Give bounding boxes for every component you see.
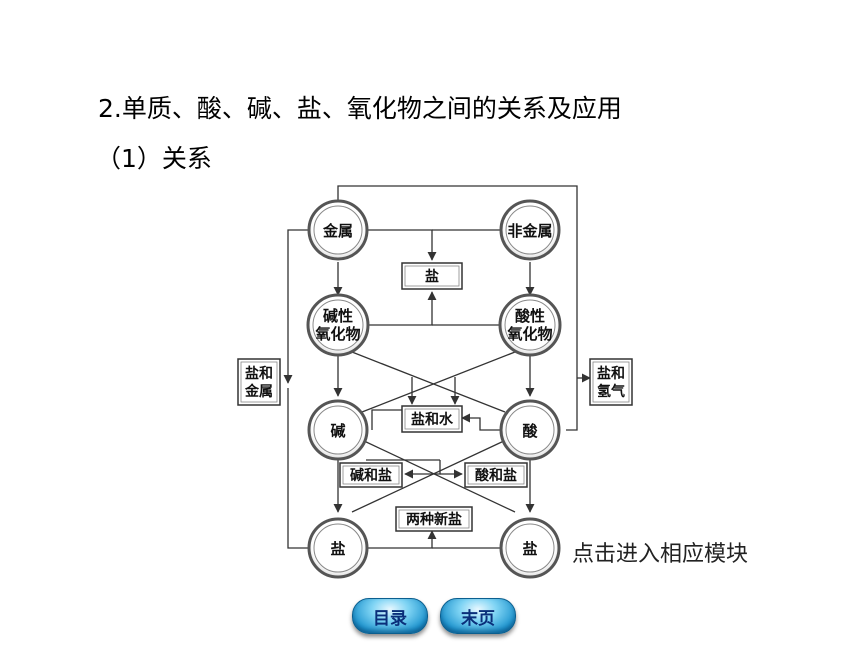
node-metal-label: 金属 [322, 222, 353, 240]
node-acidic-oxide: 酸性 氧化物 [498, 293, 562, 357]
connector-lines [283, 185, 591, 549]
line-metal-to-salt [366, 229, 437, 261]
line-acidic-oxide-to-base [361, 351, 516, 413]
last-page-button-label: 末页 [461, 608, 495, 629]
node-basic-oxide: 碱性 氧化物 [306, 293, 370, 357]
box-salt-metal: 盐和 金属 [237, 358, 281, 406]
box-salt-hydrogen-label-1: 盐和 [597, 365, 625, 382]
line-acid-to-water [461, 413, 500, 431]
enter-module-link[interactable]: 点击进入相应模块 [572, 542, 749, 567]
box-salt-top-label: 盐 [425, 268, 439, 285]
box-salt-hydrogen-label-2: 氢气 [597, 383, 625, 400]
node-acidic-oxide-label-1: 酸性 [515, 307, 545, 325]
node-nonmetal-label: 非金属 [507, 222, 552, 240]
node-acid: 酸 [499, 399, 561, 461]
line-base-to-salt-right [361, 439, 516, 513]
box-acid-salt-label: 酸和盐 [475, 467, 517, 484]
box-salt-water-label: 盐和水 [411, 411, 454, 428]
box-base-salt-label: 碱和盐 [350, 467, 392, 484]
line-base-to-water [371, 409, 405, 430]
line-salt-left-to-new [366, 530, 437, 549]
node-basic-oxide-label-2: 氧化物 [314, 325, 360, 343]
node-nonmetal: 非金属 [499, 199, 561, 261]
box-two-new-salts-label: 两种新盐 [406, 511, 462, 528]
box-two-new-salts: 两种新盐 [395, 506, 473, 532]
box-acid-salt: 酸和盐 [464, 462, 528, 488]
node-acidic-oxide-label-2: 氧化物 [506, 325, 552, 343]
node-basic-oxide-label-1: 碱性 [323, 307, 353, 325]
box-base-salt: 碱和盐 [339, 462, 403, 488]
line-top-loop [337, 185, 578, 431]
section-subtitle: （1）关系 [96, 144, 212, 173]
line-acid-to-salt-left [351, 439, 507, 513]
last-page-button[interactable]: 末页 [440, 598, 516, 634]
section-title: 2.单质、酸、碱、盐、氧化物之间的关系及应用 [98, 94, 622, 123]
node-salt-left: 盐 [307, 517, 369, 579]
node-salt-right-label: 盐 [522, 540, 537, 558]
node-base: 碱 [307, 399, 369, 461]
toc-button[interactable]: 目录 [352, 598, 428, 634]
node-acid-label: 酸 [522, 422, 538, 440]
box-salt-metal-label-2: 金属 [244, 383, 273, 400]
box-salt-hydrogen: 盐和 氢气 [589, 358, 633, 406]
node-metal: 金属 [307, 199, 369, 261]
box-salt-metal-label-1: 盐和 [245, 365, 273, 382]
node-salt-left-label: 盐 [330, 540, 345, 558]
box-salt-water: 盐和水 [401, 405, 463, 433]
toc-button-label: 目录 [373, 608, 407, 629]
box-salt-top: 盐 [401, 262, 463, 290]
line-basic-oxide-to-acid [351, 351, 506, 413]
node-salt-right: 盐 [499, 517, 561, 579]
node-base-label: 碱 [330, 422, 345, 440]
line-basic-oxide-to-salt [368, 291, 437, 326]
line-metal-to-salt-metal [283, 229, 310, 384]
line-salt-to-salt-metal [287, 388, 310, 549]
